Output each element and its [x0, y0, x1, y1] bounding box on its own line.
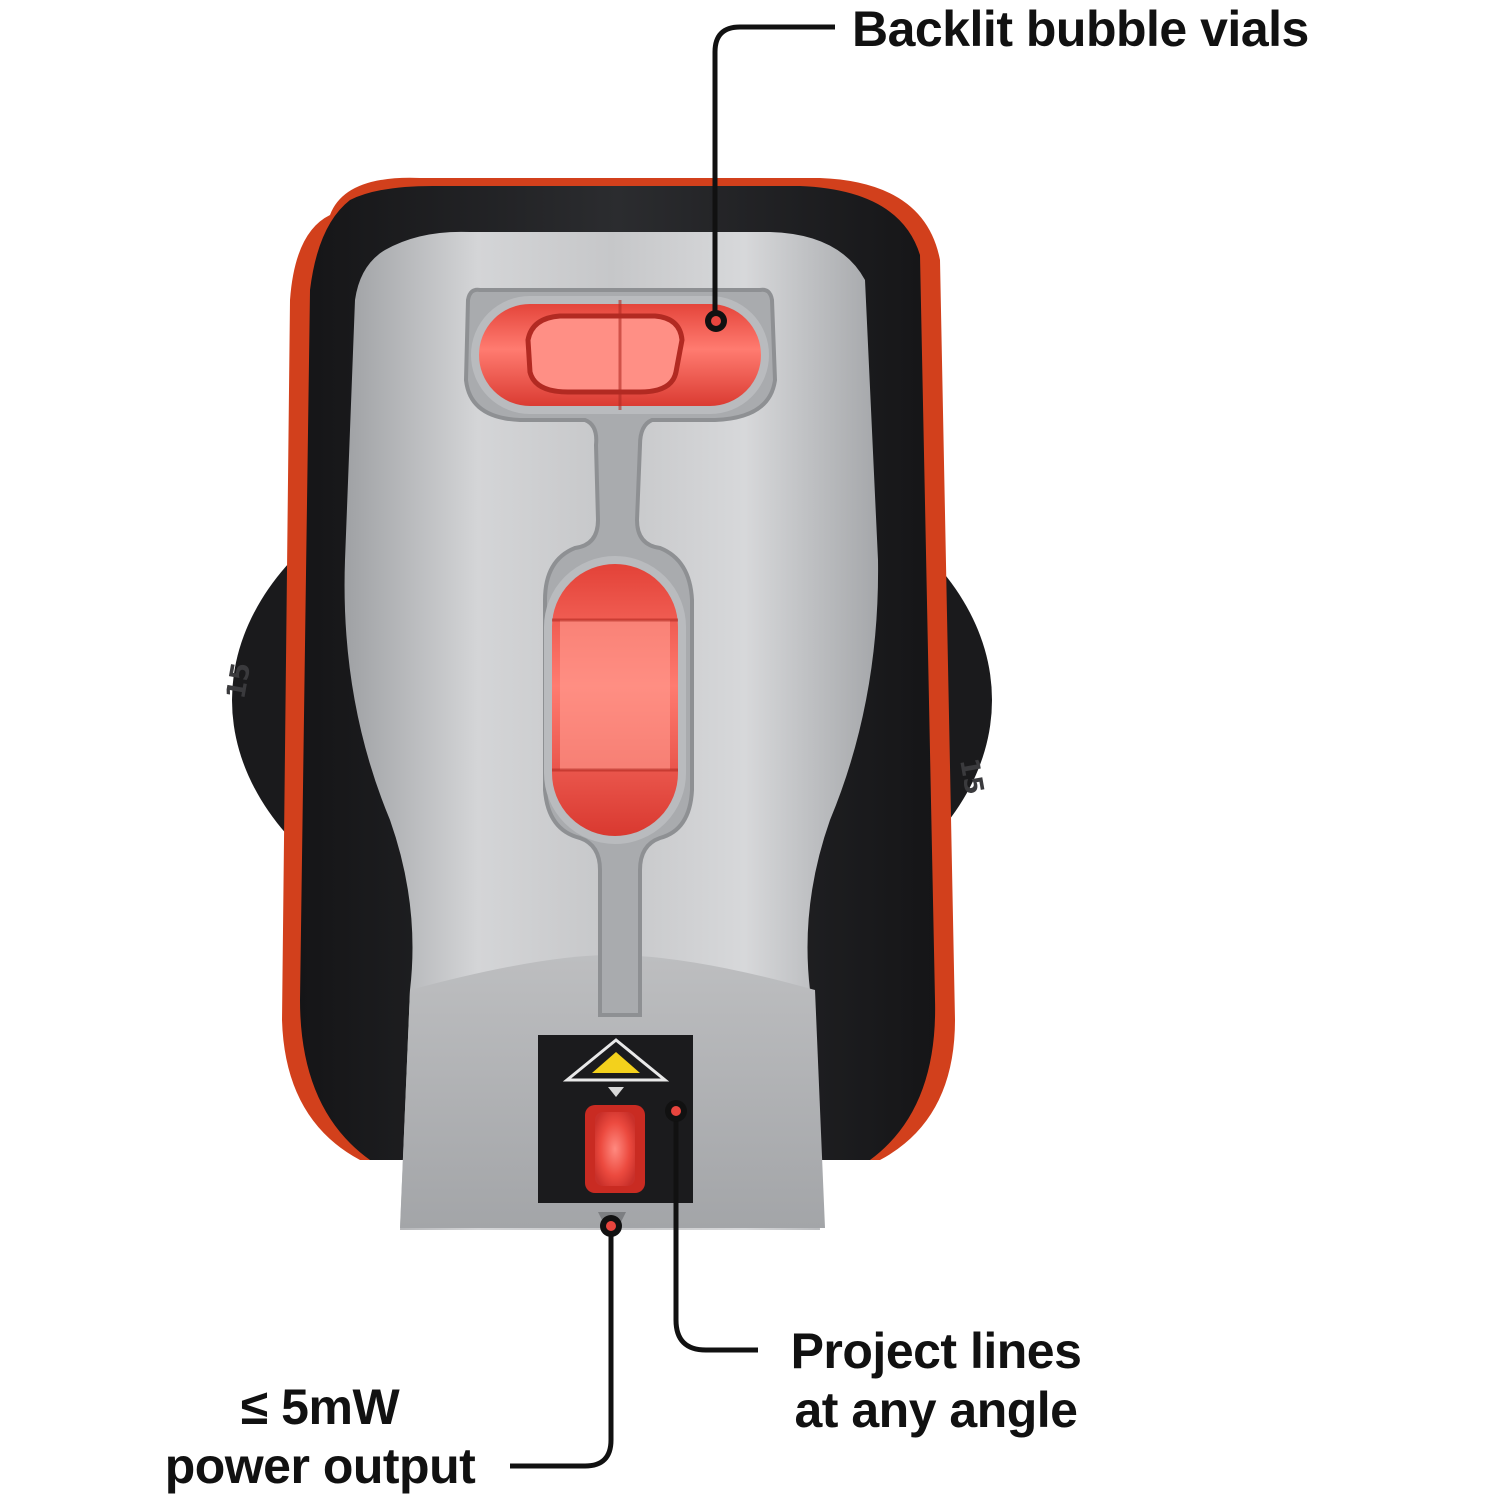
- callout-power-output-line2: power output: [164, 1438, 476, 1494]
- leader-lines: [673, 1110, 758, 1353]
- dial-marking-right: 15: [953, 756, 989, 797]
- callout-dots: [600, 310, 727, 1237]
- laser-warning-icon: [562, 1038, 670, 1097]
- callout-project-lines: Project lines at any angle: [776, 1322, 1096, 1440]
- leader-vials: [712, 24, 835, 318]
- leader-power: [510, 1226, 614, 1469]
- dial-marking-left: 15: [221, 660, 257, 701]
- laser-window-panel: [538, 1035, 693, 1203]
- callout-backlit-vials-text: Backlit bubble vials: [852, 1, 1309, 57]
- horizontal-bubble-vial: [471, 296, 769, 414]
- callout-project-lines-line1: Project lines: [790, 1323, 1082, 1379]
- callout-power-output: ≤ 5mW power output: [150, 1378, 490, 1496]
- callout-backlit-vials: Backlit bubble vials: [852, 0, 1309, 59]
- vertical-bubble-vial: [544, 556, 686, 844]
- callout-power-output-line1: ≤ 5mW: [240, 1379, 400, 1435]
- callout-leaders: [510, 24, 835, 1469]
- callout-project-lines-line2: at any angle: [794, 1382, 1079, 1438]
